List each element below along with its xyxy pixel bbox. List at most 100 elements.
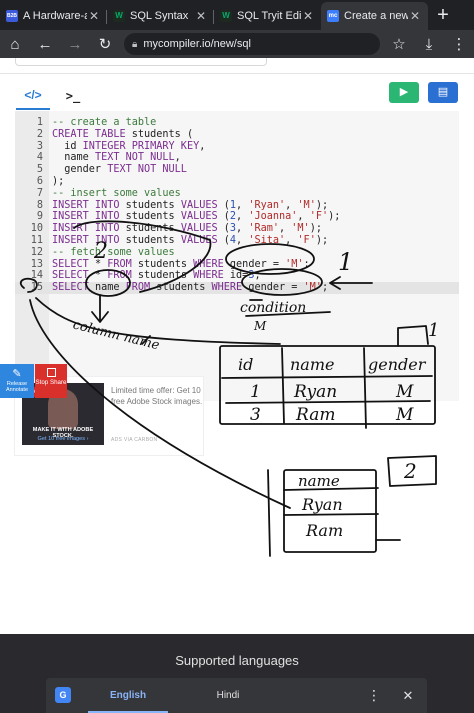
close-icon[interactable]: ✕ [302, 9, 314, 23]
code-token: INSERT INTO [52, 235, 120, 246]
code-line[interactable]: 12 -- fetch some values [15, 247, 459, 259]
code-text: ); [52, 176, 64, 188]
tab-title: SQL Syntax [130, 10, 189, 22]
code-token: students [119, 223, 181, 235]
code-token: TEXT NOT NULL [94, 152, 175, 164]
code-token: students [131, 258, 194, 270]
tab-create-sql[interactable]: mc Create a new SQ ✕ [321, 2, 428, 30]
code-line[interactable]: 1-- create a table [15, 117, 459, 129]
tab-title: A Hardware-assi [23, 10, 87, 22]
ad-text[interactable]: Limited time offer: Get 10 free Adobe St… [111, 386, 203, 406]
code-token: SELECT [52, 282, 89, 294]
code-text: -- fetch some values [52, 247, 175, 259]
browser-tab-strip: B2B A Hardware-assi ✕ W SQL Syntax ✕ W S… [0, 0, 474, 30]
code-token: 'Ram' [248, 223, 279, 235]
pencil-icon: ✎ [12, 368, 22, 380]
tab-title: Create a new SQ [344, 10, 408, 22]
code-token: gender [52, 164, 108, 176]
code-line[interactable]: 7-- insert some values [15, 188, 459, 200]
divider [0, 73, 474, 74]
translate-lang-english[interactable]: English [88, 678, 168, 713]
code-token: 'M' [297, 199, 316, 211]
tab-hardware[interactable]: B2B A Hardware-assi ✕ [0, 2, 107, 30]
forward-icon[interactable]: → [67, 35, 83, 53]
translate-close-icon[interactable]: ✕ [402, 688, 414, 703]
code-token: , [285, 199, 298, 211]
code-token: 'Sita' [248, 235, 286, 246]
code-token: 2 [229, 211, 237, 223]
line-number: 15 [30, 282, 43, 294]
back-icon[interactable]: ← [37, 35, 53, 53]
code-token: ; [321, 282, 329, 294]
code-line[interactable]: 4 name TEXT NOT NULL, [15, 152, 459, 164]
code-token: 'F' [297, 235, 316, 246]
stop-icon [46, 368, 56, 377]
bookmark-star-icon[interactable]: ☆ [392, 36, 406, 53]
code-token: students ( [125, 128, 194, 140]
annotate-button[interactable]: ✎ Release Annotate [0, 364, 34, 398]
code-token: , [297, 211, 310, 223]
tab-sql-syntax[interactable]: W SQL Syntax ✕ [107, 2, 214, 30]
address-bar[interactable]: 🔒︎ mycompiler.io/new/sql [124, 33, 380, 55]
code-token: FROM [107, 258, 132, 270]
line-number: 9 [36, 211, 43, 223]
code-token: id [52, 140, 83, 152]
close-icon[interactable]: ✕ [409, 9, 421, 23]
code-token: INTEGER PRIMARY KEY [82, 140, 200, 152]
tab-separator [213, 10, 214, 24]
play-icon: ▶ [399, 86, 409, 98]
code-token: , [236, 223, 249, 235]
close-icon[interactable]: ✕ [88, 9, 100, 23]
run-button[interactable]: ▶ [389, 82, 419, 103]
code-line[interactable]: 6); [15, 176, 459, 188]
code-token: 'Ryan' [248, 199, 286, 211]
translate-bar: G English Hindi ⋮ ✕ [46, 678, 427, 713]
reload-icon[interactable]: ↻ [98, 36, 112, 53]
line-number: 10 [30, 223, 43, 235]
home-icon[interactable]: ⌂ [10, 35, 20, 53]
code-token: -- fetch some values [52, 246, 175, 258]
line-number: 12 [30, 246, 43, 258]
download-icon[interactable]: ⤓ [425, 35, 433, 53]
code-token: 'Joanna' [248, 211, 298, 223]
annotate-label: Annotate [5, 387, 29, 393]
save-button[interactable]: ▤ [428, 82, 458, 103]
line-number: 8 [36, 199, 43, 211]
menu-kebab-icon[interactable]: ⋮ [451, 36, 467, 53]
tab-separator [106, 10, 107, 24]
tab-sql-tryit[interactable]: W SQL Tryit Editor ✕ [214, 2, 321, 30]
code-line[interactable]: 5 gender TEXT NOT NULL [15, 164, 459, 176]
lock-icon[interactable]: 🔒︎ [132, 38, 138, 50]
close-icon[interactable]: ✕ [195, 9, 207, 23]
w3schools-icon: W [220, 10, 232, 22]
code-token: ; [254, 270, 261, 282]
code-token: ( [217, 211, 230, 223]
code-icon: </> [24, 88, 42, 102]
tab-terminal[interactable]: >_ [56, 82, 90, 110]
code-token: id= [223, 270, 249, 282]
code-token: VALUES [180, 199, 218, 211]
translate-lang-hindi[interactable]: Hindi [216, 690, 240, 701]
line-number: 5 [36, 164, 43, 176]
code-token: gender = [223, 258, 286, 270]
translate-options-icon[interactable]: ⋮ [367, 687, 381, 703]
stop-share-button[interactable]: Stop Share [35, 364, 67, 398]
code-token: WHERE [193, 258, 224, 270]
code-token: ); [315, 199, 329, 211]
new-tab-button[interactable]: + [437, 4, 449, 26]
ad-via-label[interactable]: ADS VIA CARBON [111, 437, 158, 443]
code-token: students [150, 282, 212, 294]
tab-code[interactable]: </> [16, 82, 50, 110]
code-line[interactable]: 3 id INTEGER PRIMARY KEY, [15, 141, 459, 153]
code-token: name [52, 152, 95, 164]
